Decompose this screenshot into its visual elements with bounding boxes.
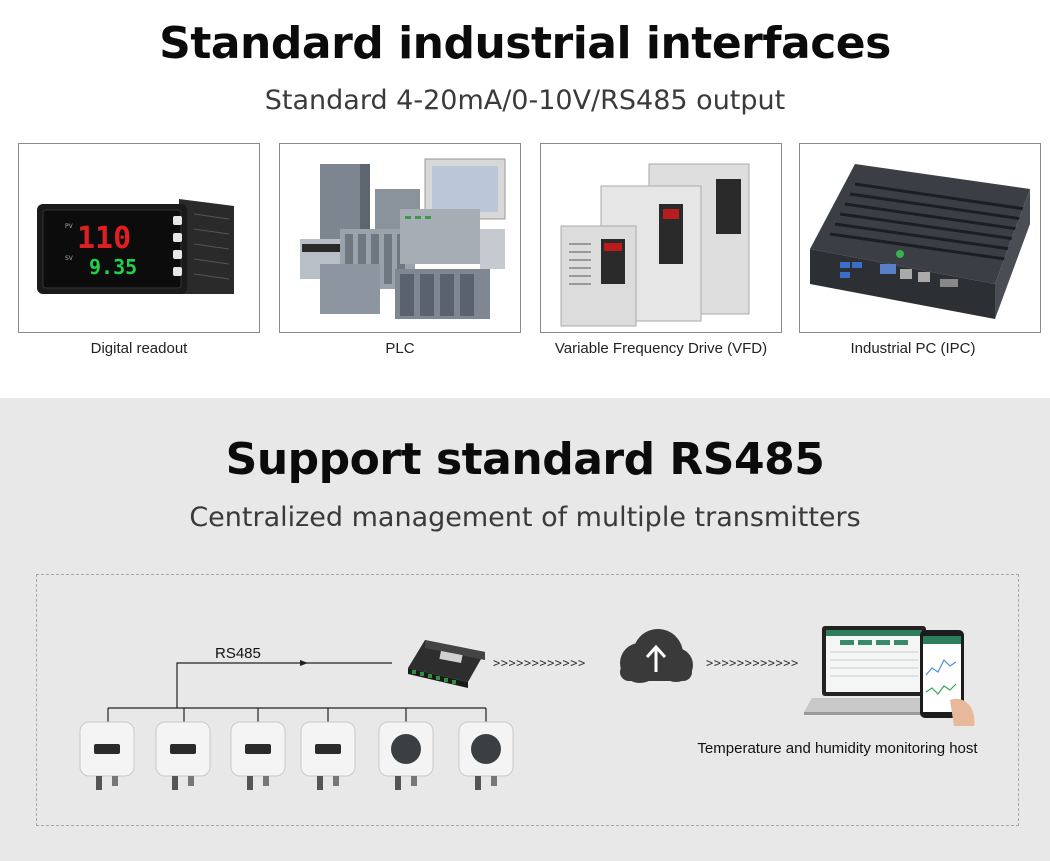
arrows-to-cloud: >>>>>>>>>>>> xyxy=(493,656,586,670)
interfaces-title: Standard industrial interfaces xyxy=(159,18,891,69)
digital-readout-caption: Digital readout xyxy=(90,340,188,357)
interfaces-subtitle: Standard 4-20mA/0-10V/RS485 output xyxy=(264,85,786,116)
sv-display: 9.35 xyxy=(89,255,137,279)
ipc-card xyxy=(799,143,1041,333)
rs485-subtitle: Centralized management of multiple trans… xyxy=(189,502,861,533)
ipc-image xyxy=(810,164,1030,319)
vfd-image xyxy=(560,163,750,327)
plc-card xyxy=(279,143,521,333)
vfd-card xyxy=(540,143,782,333)
transmitter-2 xyxy=(155,721,211,790)
host-label: Temperature and humidity monitoring host xyxy=(697,740,978,757)
transmitter-6 xyxy=(458,721,514,790)
phone-image xyxy=(920,630,975,726)
svg-text:SV: SV xyxy=(65,255,74,262)
gateway-module xyxy=(408,640,485,688)
vfd-caption: Variable Frequency Drive (VFD) xyxy=(554,340,768,357)
cloud-upload-icon xyxy=(620,629,693,683)
transmitter-5 xyxy=(378,721,434,790)
rs485-bus-label: RS485 xyxy=(215,645,261,662)
plc-image xyxy=(300,158,506,319)
transmitter-4 xyxy=(300,721,356,790)
digital-readout-card: PV SV 110 9.35 xyxy=(18,143,260,333)
ipc-caption: Industrial PC (IPC) xyxy=(850,340,976,357)
network-diagram xyxy=(107,626,975,726)
transmitter-3 xyxy=(230,721,286,790)
transmitter-1 xyxy=(79,721,135,790)
pv-display: 110 xyxy=(77,221,131,256)
arrows-to-host: >>>>>>>>>>>> xyxy=(706,656,799,670)
network-diagram-panel xyxy=(36,574,1019,826)
svg-text:PV: PV xyxy=(65,223,74,230)
transmitters-row xyxy=(79,721,514,790)
plc-caption: PLC xyxy=(385,340,415,357)
bus-arrow-icon xyxy=(300,660,308,666)
rs485-title: Support standard RS485 xyxy=(225,434,825,485)
digital-readout-image: PV SV 110 9.35 xyxy=(37,199,234,294)
laptop-image xyxy=(804,626,946,715)
